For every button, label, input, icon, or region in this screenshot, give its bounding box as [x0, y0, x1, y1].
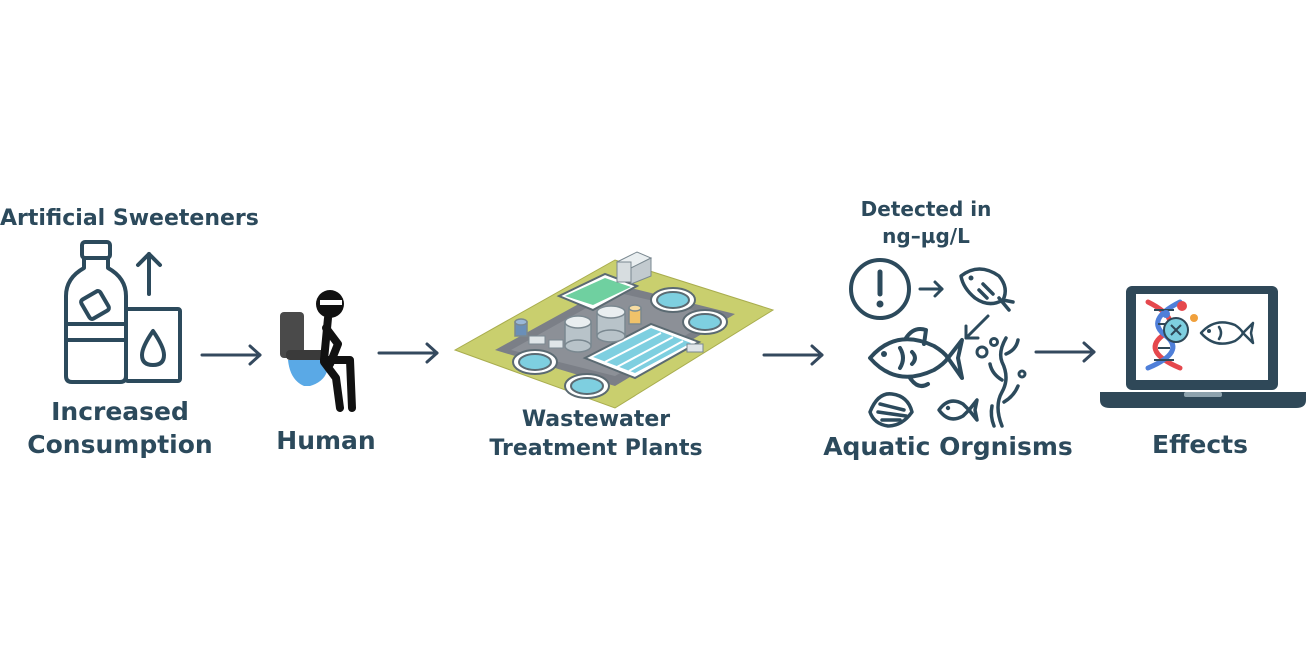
consumption-label: Consumption — [27, 430, 213, 459]
up-arrow-icon — [136, 252, 162, 296]
molecule-icon — [1162, 301, 1198, 343]
shell-icon — [868, 392, 914, 428]
flow-arrow-1 — [200, 344, 262, 366]
increased-label: Increased — [51, 397, 189, 426]
effects-fish-icon — [1199, 321, 1255, 345]
flow-arrow-4 — [1034, 341, 1096, 363]
detected-in-label: Detected in — [860, 197, 992, 221]
large-fish-icon — [868, 327, 964, 388]
alert-icon — [849, 258, 911, 320]
effects-label: Effects — [1152, 430, 1248, 459]
down-left-arrow-icon — [964, 314, 990, 340]
seaweed-icon — [988, 336, 1027, 428]
fish-icon — [959, 267, 1015, 312]
flow-arrow-2 — [377, 342, 439, 364]
concentration-label: ng–µg/L — [882, 224, 970, 248]
glass-droplet-icon — [124, 307, 182, 383]
human-label: Human — [276, 426, 376, 455]
artificial-sweeteners-label: Artificial Sweeteners — [0, 206, 259, 231]
treatment-plant-icon — [453, 251, 775, 409]
toilet-icon — [280, 312, 329, 386]
treatment-plants-label: Treatment Plants — [489, 436, 703, 461]
aquatic-organisms-label: Aquatic Orgnisms — [823, 432, 1073, 461]
bubbles-icon — [975, 337, 999, 359]
stick-figure-icon — [316, 290, 356, 412]
small-fish-icon — [937, 398, 979, 422]
wastewater-label: Wastewater — [521, 407, 671, 432]
right-arrow-small-icon — [918, 280, 944, 298]
bottle-icon — [64, 240, 128, 384]
flow-arrow-3 — [762, 344, 824, 366]
